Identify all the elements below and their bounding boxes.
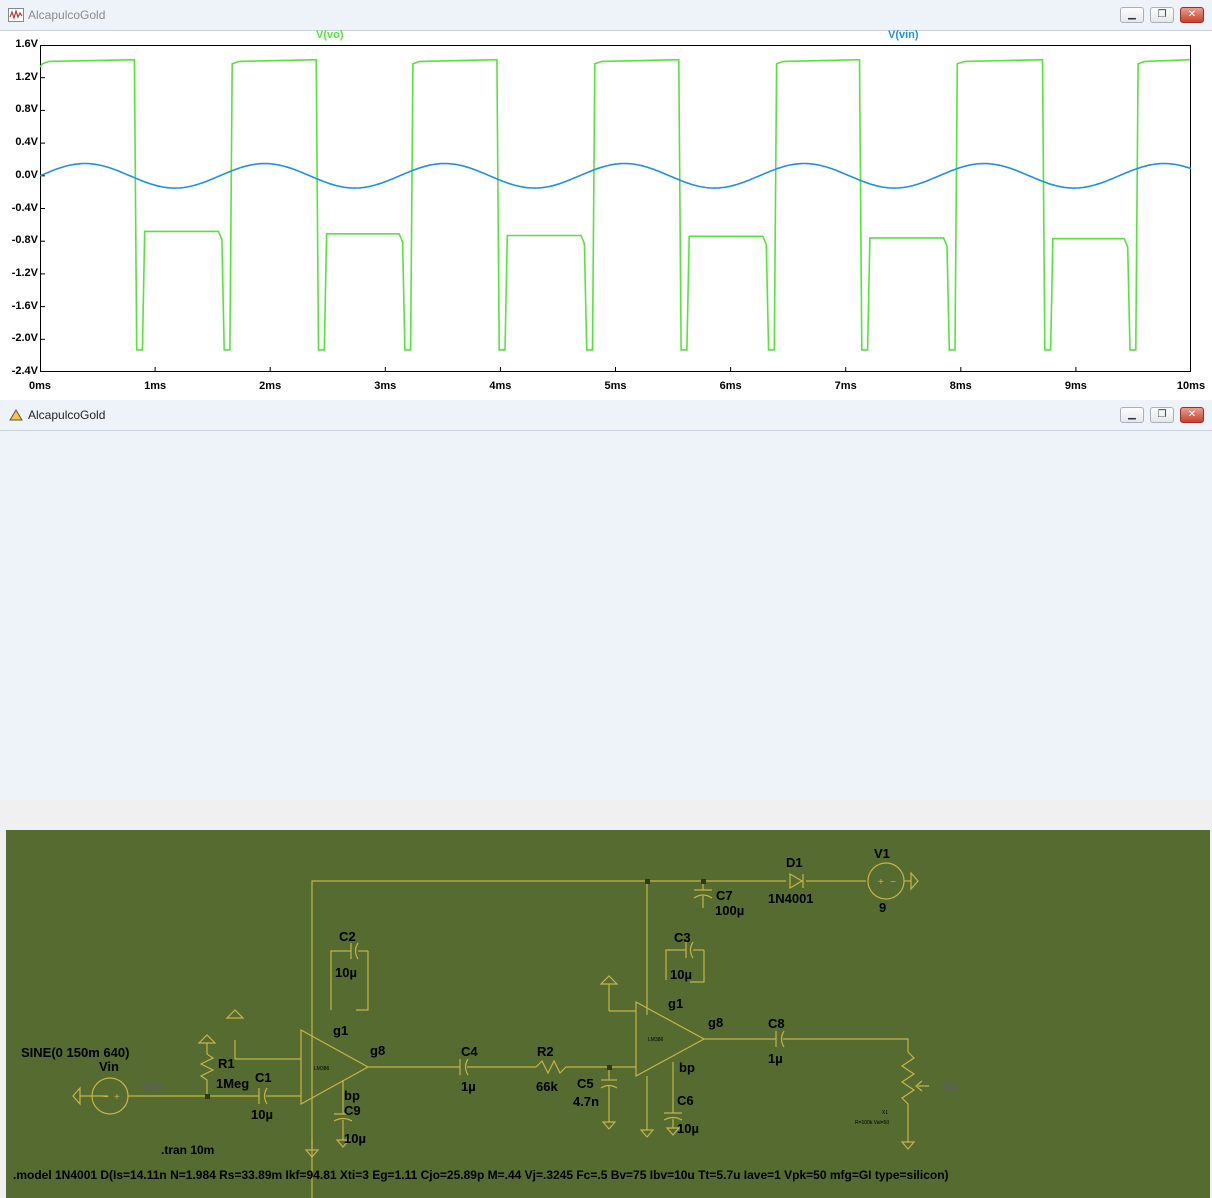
restore-button[interactable]: ❐ xyxy=(1150,407,1174,423)
y-tick-label: 0.4V xyxy=(15,136,38,149)
series-vin-line xyxy=(40,162,1191,189)
net-label-vin[interactable]: Vin xyxy=(142,1079,162,1094)
label-c2[interactable]: C2 xyxy=(339,929,356,944)
restore-button[interactable]: ❐ xyxy=(1150,7,1174,23)
label-opamp-a: LM386 xyxy=(314,1066,330,1072)
source-v1 xyxy=(867,862,905,900)
label-c6-value[interactable]: 10µ xyxy=(677,1121,699,1136)
label-c8[interactable]: C8 xyxy=(768,1016,785,1031)
label-x1-value[interactable]: R=100k Val=50 xyxy=(855,1120,890,1126)
svg-text:−: − xyxy=(890,877,896,888)
y-tick-label: -1.6V xyxy=(11,299,38,312)
resistor-r1 xyxy=(199,1053,215,1096)
label-r2[interactable]: R2 xyxy=(537,1044,554,1059)
y-tick-label: 1.2V xyxy=(15,70,38,83)
label-c7[interactable]: C7 xyxy=(716,888,733,903)
y-tick-label: -1.2V xyxy=(11,266,38,279)
y-tick-label: 1.6V xyxy=(15,38,38,50)
label-g1-a[interactable]: g1 xyxy=(333,1023,349,1038)
x-tick-label: 0ms xyxy=(28,380,52,392)
label-c9[interactable]: C9 xyxy=(344,1103,361,1118)
label-opamp-b: LM386 xyxy=(648,1037,664,1043)
label-g8-b[interactable]: g8 xyxy=(708,1015,724,1030)
x-tick-label: 5ms xyxy=(604,380,627,392)
net-label-vo[interactable]: Vo xyxy=(943,1079,959,1094)
diode-d1 xyxy=(789,872,804,890)
label-c5-value[interactable]: 4.7n xyxy=(573,1094,600,1109)
label-c3[interactable]: C3 xyxy=(674,930,691,945)
label-vin-name[interactable]: Vin xyxy=(99,1059,119,1074)
label-c8-value[interactable]: 1µ xyxy=(768,1051,783,1066)
label-r1[interactable]: R1 xyxy=(218,1056,235,1071)
svg-text:−: − xyxy=(103,1092,109,1103)
svg-text:+: + xyxy=(114,1092,120,1103)
label-sine[interactable]: SINE(0 150m 640) xyxy=(21,1045,130,1060)
label-c1-value[interactable]: 10µ xyxy=(251,1107,273,1122)
label-c2-value[interactable]: 10µ xyxy=(335,965,357,980)
label-bp-b[interactable]: bp xyxy=(679,1060,695,1075)
x-tick-label: 3ms xyxy=(374,380,397,392)
label-v1[interactable]: V1 xyxy=(874,846,890,861)
y-tick-label: -2.0V xyxy=(11,332,38,345)
close-button[interactable]: ✕ xyxy=(1180,407,1204,423)
wire-supply-rail xyxy=(311,880,647,1198)
label-r1-value[interactable]: 1Meg xyxy=(216,1076,250,1091)
x-tick-label: 10ms xyxy=(1176,380,1206,392)
y-tick-label: 0.0V xyxy=(15,168,38,181)
waveform-plot[interactable] xyxy=(40,45,1191,372)
minimize-button[interactable]: ▁ xyxy=(1120,7,1144,23)
label-c3-value[interactable]: 10µ xyxy=(670,967,692,982)
schematic-window-title: AlcapulcoGold xyxy=(28,408,106,422)
label-v1-value[interactable]: 9 xyxy=(879,900,887,915)
label-c1[interactable]: C1 xyxy=(255,1070,272,1085)
series-vo-line xyxy=(40,58,1190,351)
label-r2-value[interactable]: 66k xyxy=(536,1079,558,1094)
resistor-r2 xyxy=(535,1059,609,1075)
x-tick-label: 2ms xyxy=(259,380,282,392)
schematic-app-icon xyxy=(9,409,23,421)
x-tick-label: 7ms xyxy=(834,380,857,392)
trace-label-vo[interactable]: V(vo) xyxy=(316,29,344,41)
potentiometer-x1 xyxy=(900,1051,916,1142)
label-c9-value[interactable]: 10µ xyxy=(344,1131,366,1146)
label-bp-a[interactable]: bp xyxy=(344,1088,360,1103)
label-c7-value[interactable]: 100µ xyxy=(715,903,745,918)
label-c4-value[interactable]: 1µ xyxy=(461,1079,476,1094)
y-tick-label: 0.8V xyxy=(15,103,38,116)
schematic-window: AlcapulcoGold ▁ ❐ ✕ xyxy=(0,400,1212,1198)
label-d1[interactable]: D1 xyxy=(786,855,803,870)
label-d1-value[interactable]: 1N4001 xyxy=(768,891,814,906)
label-g8-a[interactable]: g8 xyxy=(370,1043,386,1058)
label-c4[interactable]: C4 xyxy=(461,1044,478,1059)
schematic-title-bar[interactable]: AlcapulcoGold ▁ ❐ ✕ xyxy=(0,400,1212,431)
waveform-app-icon xyxy=(8,8,24,22)
y-tick-label: -2.4V xyxy=(11,365,38,377)
x-tick-label: 6ms xyxy=(719,380,742,392)
directive-tran[interactable]: .tran 10m xyxy=(161,1143,215,1157)
label-g1-b[interactable]: g1 xyxy=(668,996,684,1011)
label-c6[interactable]: C6 xyxy=(677,1093,694,1108)
waveform-window: AlcapulcoGold ▁ ❐ ✕ V(vo) V(vin) 1.6V 1.2… xyxy=(0,0,1212,400)
x-tick-label: 4ms xyxy=(489,380,512,392)
waveform-window-title: AlcapulcoGold xyxy=(28,8,106,22)
x-tick-label: 1ms xyxy=(144,380,167,392)
svg-text:+: + xyxy=(878,877,884,888)
directive-model[interactable]: .model 1N4001 D(Is=14.11n N=1.984 Rs=33.… xyxy=(13,1168,949,1182)
waveform-title-bar[interactable]: AlcapulcoGold ▁ ❐ ✕ xyxy=(0,0,1212,31)
trace-label-vin[interactable]: V(vin) xyxy=(888,29,919,41)
label-c5[interactable]: C5 xyxy=(577,1076,594,1091)
x-tick-label: 9ms xyxy=(1064,380,1087,392)
schematic-canvas[interactable]: −+ +− SINE(0 150m 640) Vin Vin R1 1Meg C… xyxy=(6,830,1210,1198)
minimize-button[interactable]: ▁ xyxy=(1120,407,1144,423)
y-tick-label: -0.4V xyxy=(11,201,38,214)
x-tick-label: 8ms xyxy=(949,380,972,392)
label-x1[interactable]: X1 xyxy=(882,1110,889,1116)
close-button[interactable]: ✕ xyxy=(1180,7,1204,23)
y-tick-label: -0.8V xyxy=(11,234,38,247)
